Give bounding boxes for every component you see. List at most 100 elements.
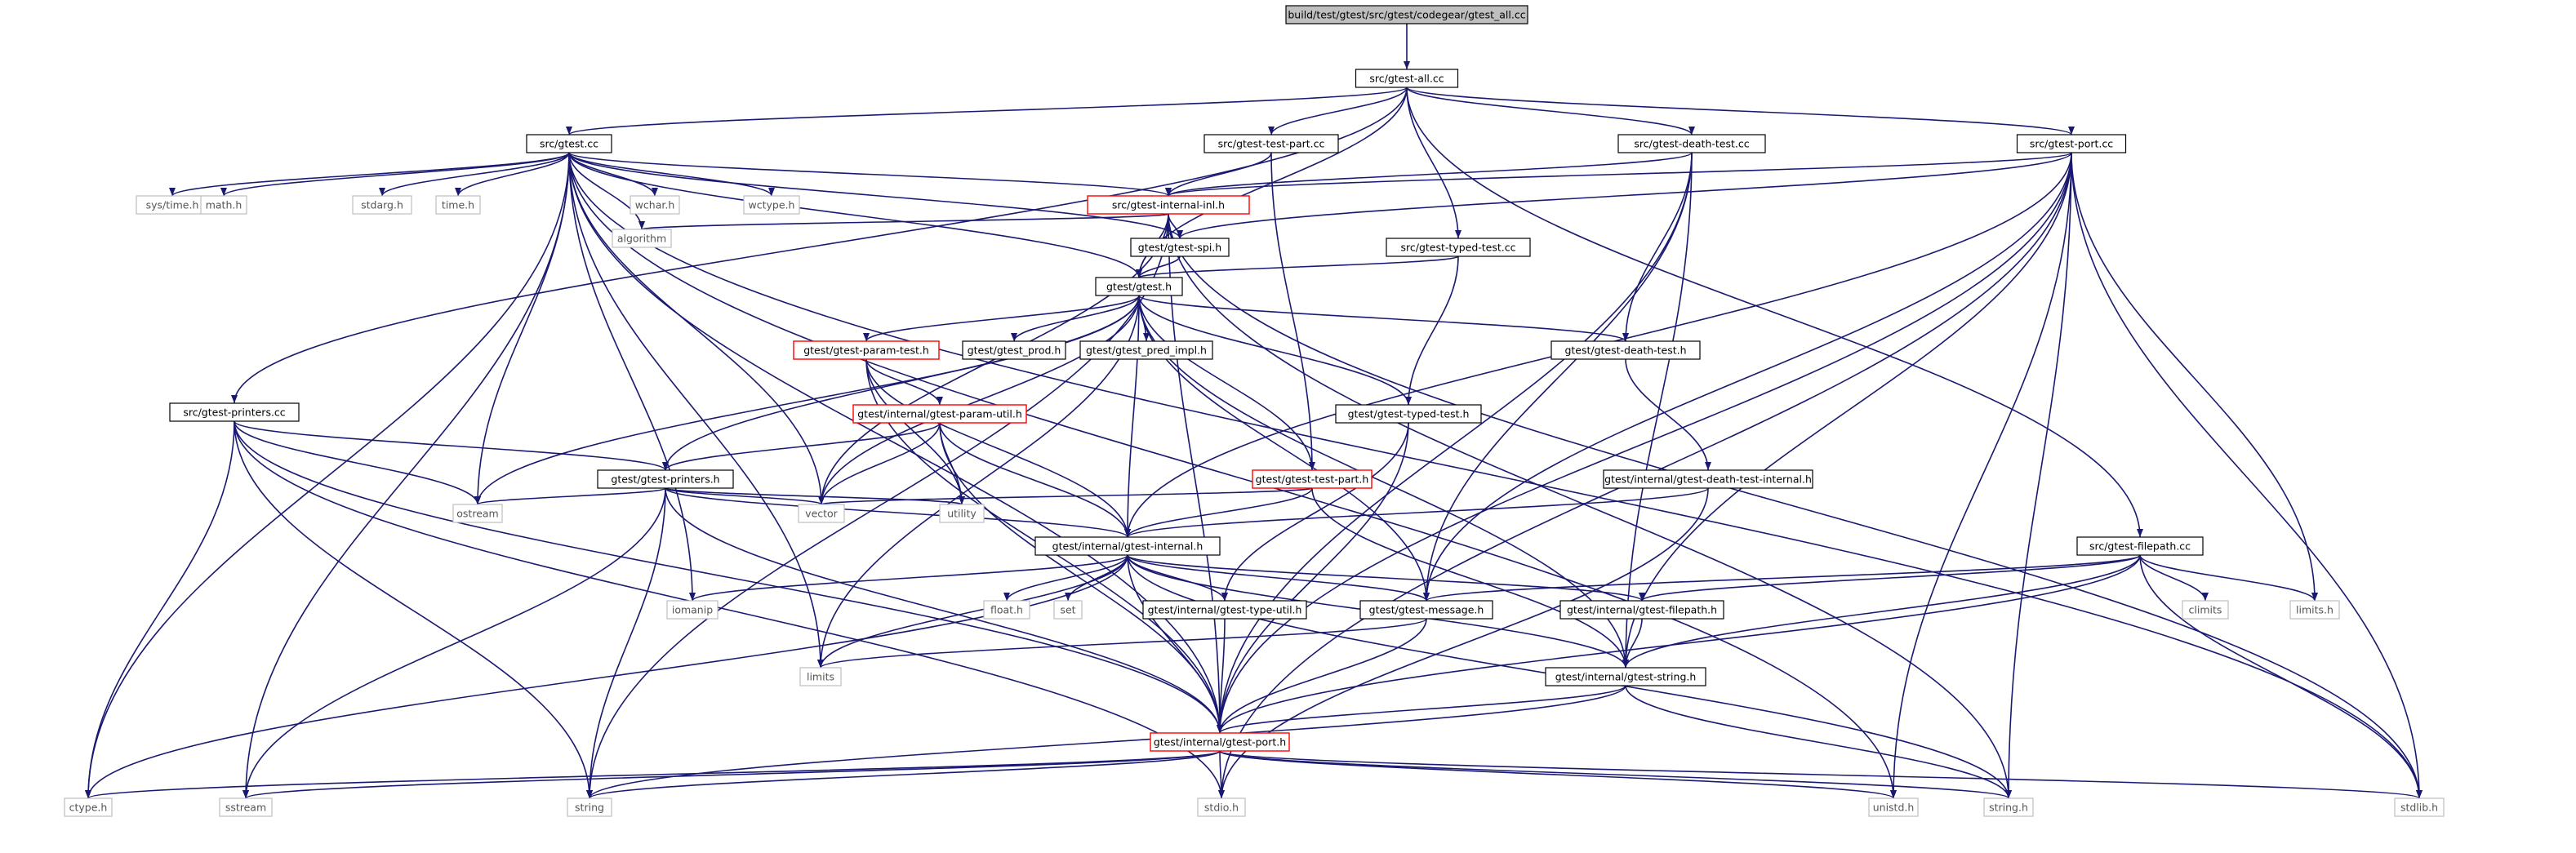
node-box <box>1983 797 2034 817</box>
node-box <box>435 195 481 215</box>
node-box <box>567 797 612 817</box>
node-type-util[interactable]: gtest/internal/gtest-type-util.h <box>1142 600 1307 620</box>
edge-param_util-to-vector <box>818 422 941 505</box>
node-param-util[interactable]: gtest/internal/gtest-param-util.h <box>852 404 1027 424</box>
edge-gtest_port-to-stdio_h <box>1217 750 1225 799</box>
node-box <box>1079 340 1213 360</box>
edge-gtest_cc-to-sys_time <box>169 152 570 197</box>
node-label: utility <box>947 508 977 520</box>
node-label: limits.h <box>2296 604 2334 616</box>
node-label: src/gtest-printers.cc <box>183 407 285 419</box>
node-port-cc[interactable]: src/gtest-port.cc <box>2016 134 2127 153</box>
node-printers-h[interactable]: gtest/gtest-printers.h <box>597 469 734 489</box>
node-box <box>2182 600 2229 620</box>
node-label: sys/time.h <box>146 199 199 211</box>
node-internal-inl[interactable]: src/gtest-internal-inl.h <box>1087 195 1250 215</box>
node-label: wctype.h <box>749 199 795 211</box>
node-filepath-h[interactable]: gtest/internal/gtest-filepath.h <box>1559 600 1724 620</box>
edge-test_part_h-to-gtest_string <box>1311 487 1629 669</box>
edge-port_cc-to-internal_inl <box>1165 152 2072 197</box>
node-label: iomanip <box>672 604 713 616</box>
node-box <box>1868 797 1919 817</box>
node-label: float.h <box>990 604 1023 616</box>
node-gtest-cc[interactable]: src/gtest.cc <box>526 134 612 153</box>
edge-port_cc-to-gtest_port <box>1217 152 2072 734</box>
node-gtest-string[interactable]: gtest/internal/gtest-string.h <box>1545 667 1706 686</box>
node-label: math.h <box>206 199 242 211</box>
edge-printers_h-to-vector <box>665 487 825 505</box>
node-label: string.h <box>1989 802 2028 814</box>
node-param-test[interactable]: gtest/gtest-param-test.h <box>793 340 940 360</box>
edge-internal_inl-to-string <box>586 213 1169 799</box>
edge-gtest_cc-to-algorithm <box>568 152 645 230</box>
edge-gtest_h-to-vector <box>818 295 1140 505</box>
node-label: vector <box>805 508 839 520</box>
node-box <box>666 600 719 620</box>
node-box <box>1617 134 1766 153</box>
node-box <box>630 195 680 215</box>
edge-printers_cc-to-ostream <box>234 420 481 505</box>
edge-filepath_h-to-gtest_string <box>1622 618 1643 669</box>
node-gtest-internal[interactable]: gtest/internal/gtest-internal.h <box>1034 536 1221 556</box>
edge-filepath_cc-to-limits_h <box>2139 554 2318 602</box>
edge-gtest_internal-to-type_util <box>1127 554 1228 602</box>
node-gtest-prod[interactable]: gtest/gtest_prod.h <box>962 340 1066 360</box>
edge-gtest_cc-to-wctype_h <box>568 152 775 197</box>
node-filepath-cc[interactable]: src/gtest-filepath.cc <box>2076 536 2204 556</box>
edge-filepath_cc-to-gtest_string <box>1622 554 2141 669</box>
node-label: gtest/gtest-message.h <box>1369 604 1484 616</box>
edge-port_cc-to-unistd_h <box>1890 152 2072 799</box>
node-death-test-cc[interactable]: src/gtest-death-test.cc <box>1617 134 1766 153</box>
node-time-h: time.h <box>435 195 481 215</box>
edge-gtest_port-to-ctype_h <box>85 750 1221 799</box>
edge-gtest_all-to-port_cc <box>1406 87 2075 136</box>
edge-printers_cc-to-printers_h <box>234 420 669 471</box>
edge-printers_cc-to-gtest_port <box>234 420 1223 734</box>
node-typed-test-h[interactable]: gtest/gtest-typed-test.h <box>1335 404 1482 424</box>
node-test-part-h[interactable]: gtest/gtest-test-part.h <box>1252 469 1373 489</box>
node-gtest-port[interactable]: gtest/internal/gtest-port.h <box>1150 732 1290 752</box>
node-label: stdlib.h <box>2400 802 2438 814</box>
node-typed-test-cc[interactable]: src/gtest-typed-test.cc <box>1386 238 1531 257</box>
node-label: climits <box>2189 604 2222 616</box>
node-box <box>2016 134 2127 153</box>
edge-gtest_h-to-gtest_internal <box>1124 295 1140 538</box>
node-printers-cc[interactable]: src/gtest-printers.cc <box>169 402 300 422</box>
node-gtest-h[interactable]: gtest/gtest.h <box>1095 277 1183 296</box>
node-spi-h[interactable]: gtest/gtest-spi.h <box>1130 238 1230 257</box>
node-algorithm: algorithm <box>612 229 672 248</box>
node-label: gtest/gtest-param-test.h <box>803 344 929 357</box>
node-test-part-cc[interactable]: src/gtest-test-part.cc <box>1203 134 1339 153</box>
edge-filepath_cc-to-filepath_h <box>1639 554 2141 602</box>
edge-printers_h-to-utility <box>665 487 965 505</box>
edge-typed_test_h-to-gtest_port <box>1217 422 1409 734</box>
edge-test_part_h-to-vector <box>818 487 1313 505</box>
edge-message_h-to-gtest_port <box>1217 618 1427 734</box>
edge-gtest_all-to-gtest_cc <box>566 87 1408 136</box>
node-pred-impl[interactable]: gtest/gtest_pred_impl.h <box>1079 340 1213 360</box>
edge-type_util-to-gtest_port <box>1217 618 1226 734</box>
edge-param_test-to-param_util <box>865 358 943 406</box>
node-label: src/gtest-port.cc <box>2030 138 2113 150</box>
edge-gtest_cc-to-unistd_h <box>568 152 1897 799</box>
node-death-internal[interactable]: gtest/internal/gtest-death-test-internal… <box>1603 469 1813 489</box>
node-box <box>743 195 800 215</box>
edge-port_cc-to-message_h <box>1423 152 2072 602</box>
edge-internal_inl-to-string_h <box>1168 213 2012 799</box>
node-death-test-h[interactable]: gtest/gtest-death-test.h <box>1550 340 1701 360</box>
node-message-h[interactable]: gtest/gtest-message.h <box>1359 600 1493 620</box>
edge-test_part_cc-to-test_part_h <box>1270 152 1315 471</box>
edge-printers_h-to-string <box>586 487 666 799</box>
node-label: gtest/internal/gtest-param-util.h <box>857 408 1022 420</box>
edge-port_cc-to-stdlib_h <box>2071 152 2423 799</box>
node-label: string <box>575 802 604 814</box>
edge-gtest_string-to-gtest_port <box>1217 685 1626 734</box>
edge-test_part_h-to-gtest_internal <box>1124 487 1313 538</box>
node-math-h: math.h <box>200 195 247 215</box>
edge-internal_inl-to-algorithm <box>638 213 1169 230</box>
node-box <box>1252 469 1373 489</box>
node-root[interactable]: build/test/gtest/src/gtest/codegear/gtes… <box>1285 5 1528 24</box>
node-gtest-all[interactable]: src/gtest-all.cc <box>1355 69 1459 88</box>
edge-gtest_cc-to-vector <box>568 152 825 505</box>
node-label: gtest/gtest_prod.h <box>968 344 1061 357</box>
